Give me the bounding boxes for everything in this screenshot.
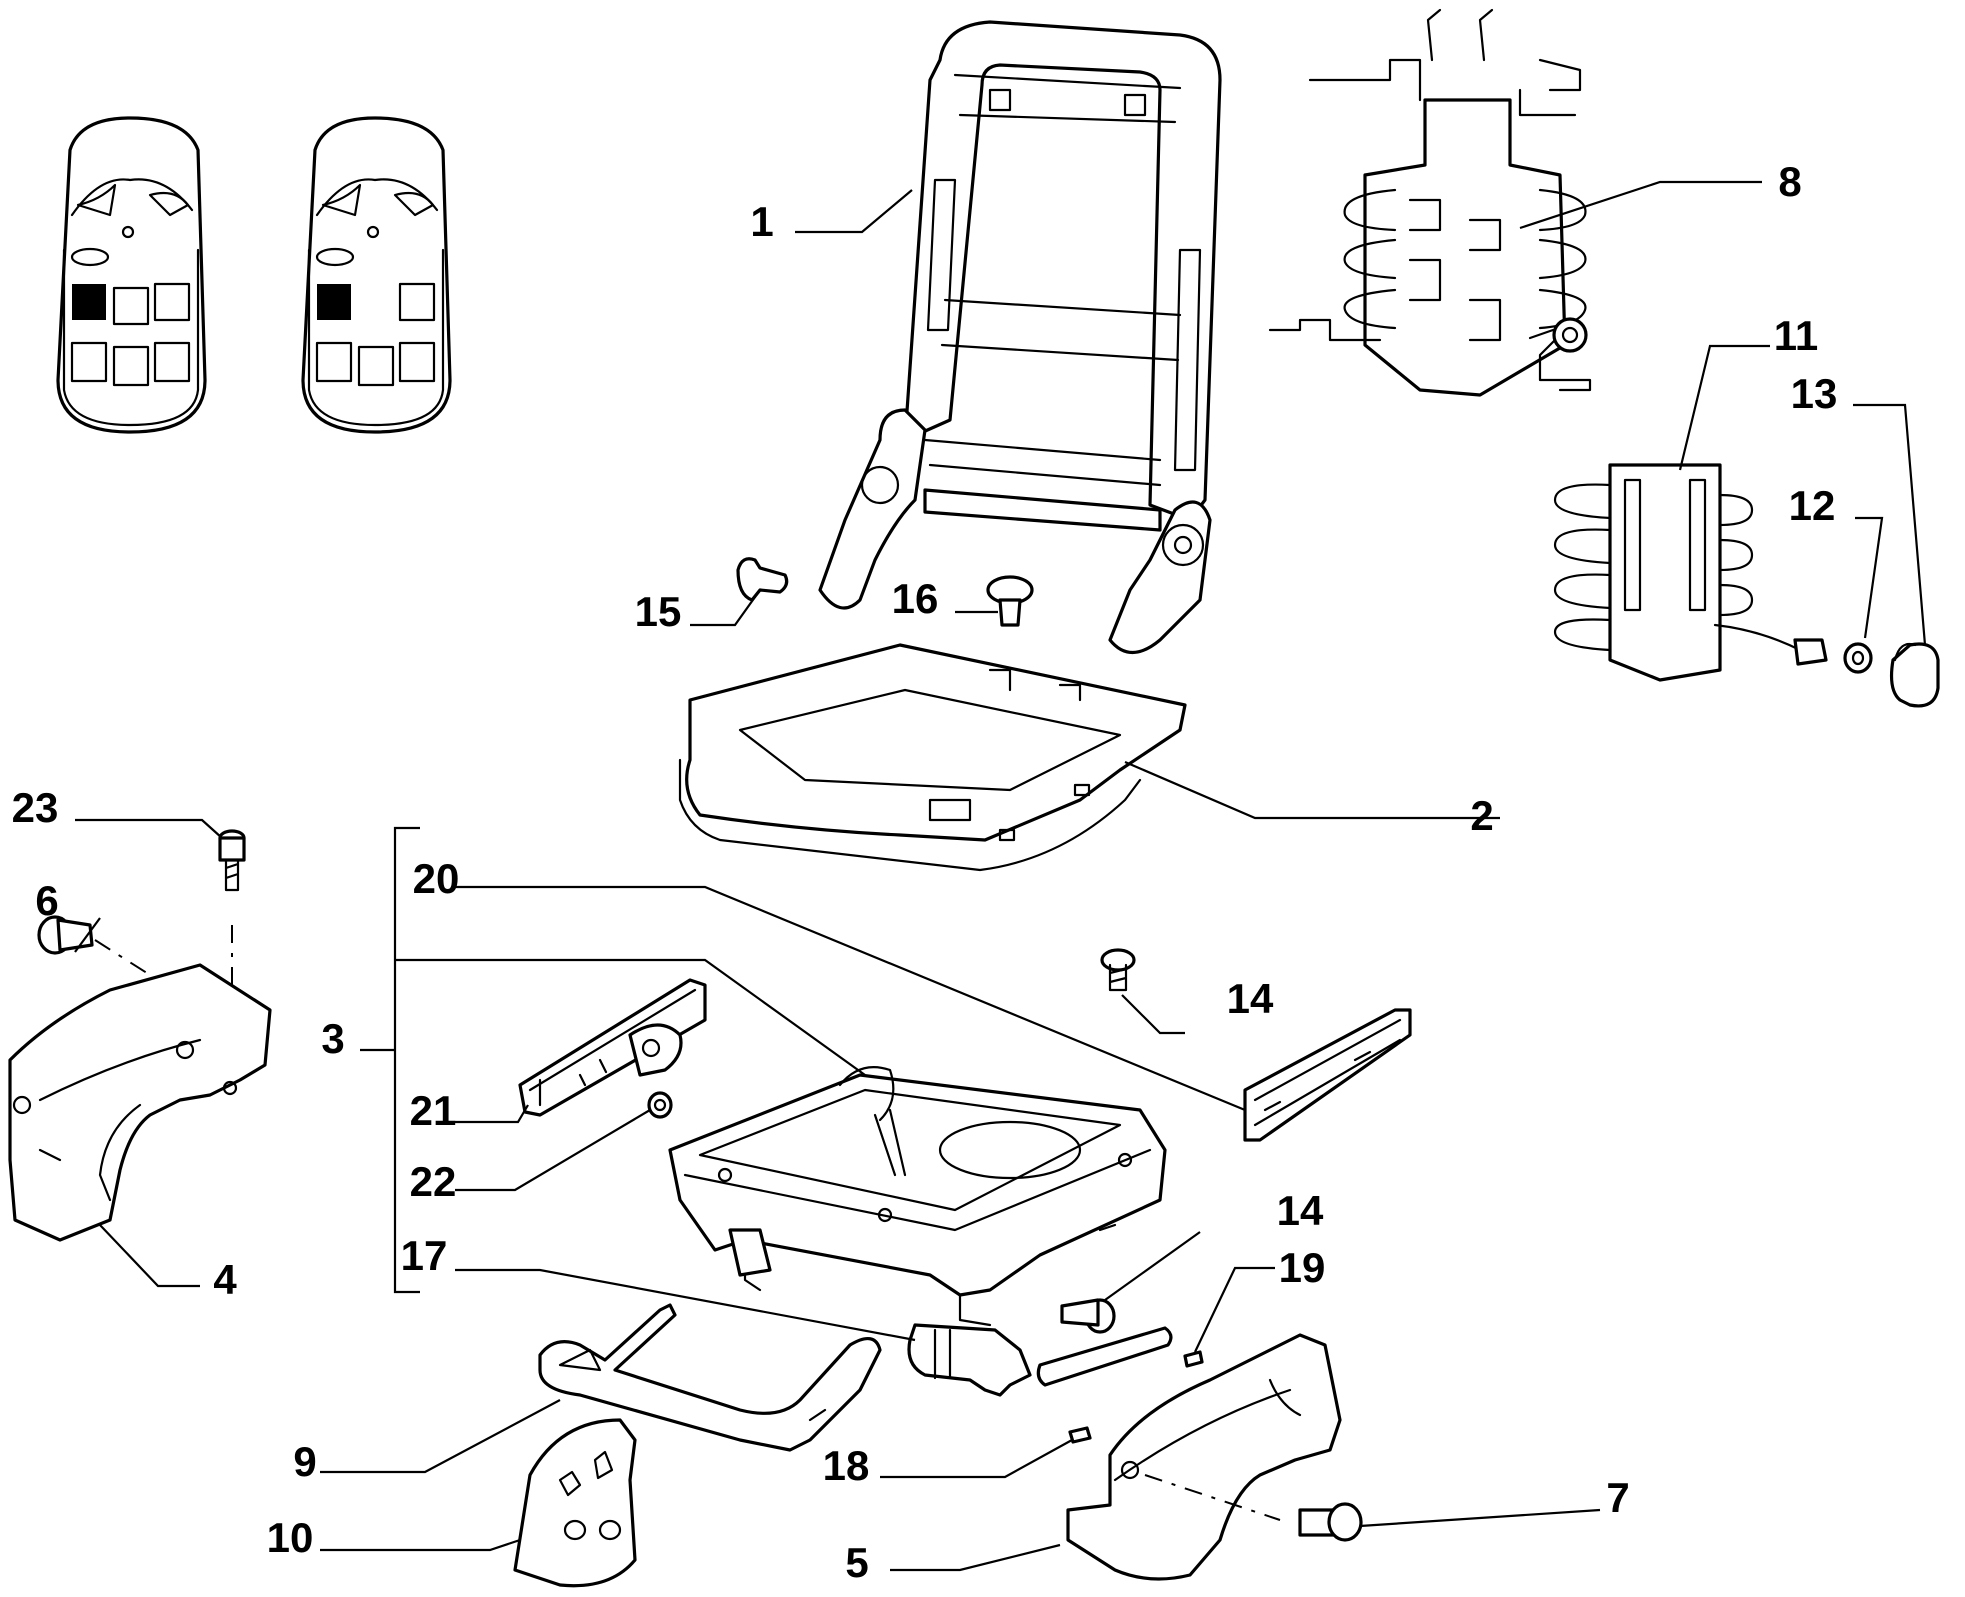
callout-label: 12 — [1789, 482, 1836, 529]
right-side-trim — [1066, 1333, 1342, 1581]
assembly-axis — [1144, 1474, 1281, 1521]
callout-label: 11 — [1774, 312, 1818, 359]
height-adjust-motor — [907, 1323, 1173, 1397]
callout-label: 14 — [1227, 975, 1274, 1022]
recliner-control-module — [518, 978, 707, 1117]
seat-cushion-pan — [678, 643, 1187, 872]
seat-base-frame — [668, 1066, 1167, 1327]
nut-22 — [647, 1091, 673, 1119]
callout-label: 4 — [213, 1256, 237, 1303]
screw-23 — [218, 829, 246, 892]
callout-label: 9 — [293, 1438, 316, 1485]
seat-wire-bracket — [538, 1303, 882, 1452]
pin-19 — [1183, 1350, 1204, 1368]
lumbar-support-mat — [1553, 463, 1940, 708]
bolt-14-upper — [1100, 948, 1136, 992]
callout-label: 17 — [401, 1232, 448, 1279]
group-bracket-3 — [393, 826, 420, 1294]
callout-labels: 1 2 3 4 5 6 7 8 9 10 11 12 13 14 14 15 1… — [12, 158, 1838, 1586]
leader-3-frame — [395, 958, 866, 1076]
callout-label: 19 — [1279, 1244, 1326, 1291]
callout-label: 16 — [892, 575, 939, 622]
seat-configuration-card-icon — [56, 116, 207, 434]
left-side-trim — [8, 963, 272, 1242]
leader-lines — [74, 180, 1927, 1572]
callout-label: 13 — [1791, 370, 1838, 417]
seat-rail — [1243, 1008, 1412, 1142]
assembly-axis — [94, 939, 151, 976]
callout-label: 23 — [12, 784, 59, 831]
callout-label: 20 — [413, 855, 460, 902]
callout-label: 14 — [1277, 1187, 1324, 1234]
bolt-6 — [37, 915, 94, 955]
callout-label: 5 — [845, 1539, 868, 1586]
callout-label: 7 — [1606, 1474, 1629, 1521]
callout-label: 10 — [267, 1514, 314, 1561]
callout-label: 3 — [321, 1015, 344, 1062]
callout-label: 15 — [635, 588, 682, 635]
bolt-7 — [1298, 1502, 1363, 1542]
callout-label: 21 — [410, 1087, 457, 1134]
callout-label: 6 — [35, 877, 58, 924]
callout-label: 8 — [1778, 158, 1801, 205]
bolt-15 — [736, 557, 789, 602]
callout-label: 18 — [823, 1442, 870, 1489]
bolt-14-lower — [1060, 1298, 1116, 1334]
bolt-16 — [986, 575, 1034, 627]
seat-configuration-card-icon — [301, 116, 452, 434]
seat-switch-pad — [513, 1418, 637, 1588]
pin-18 — [1068, 1426, 1092, 1444]
backrest-spring-mat — [1268, 8, 1592, 397]
callout-label: 22 — [410, 1158, 457, 1205]
callout-label: 2 — [1470, 792, 1493, 839]
backrest-frame — [818, 20, 1222, 654]
callout-label: 1 — [750, 198, 773, 245]
